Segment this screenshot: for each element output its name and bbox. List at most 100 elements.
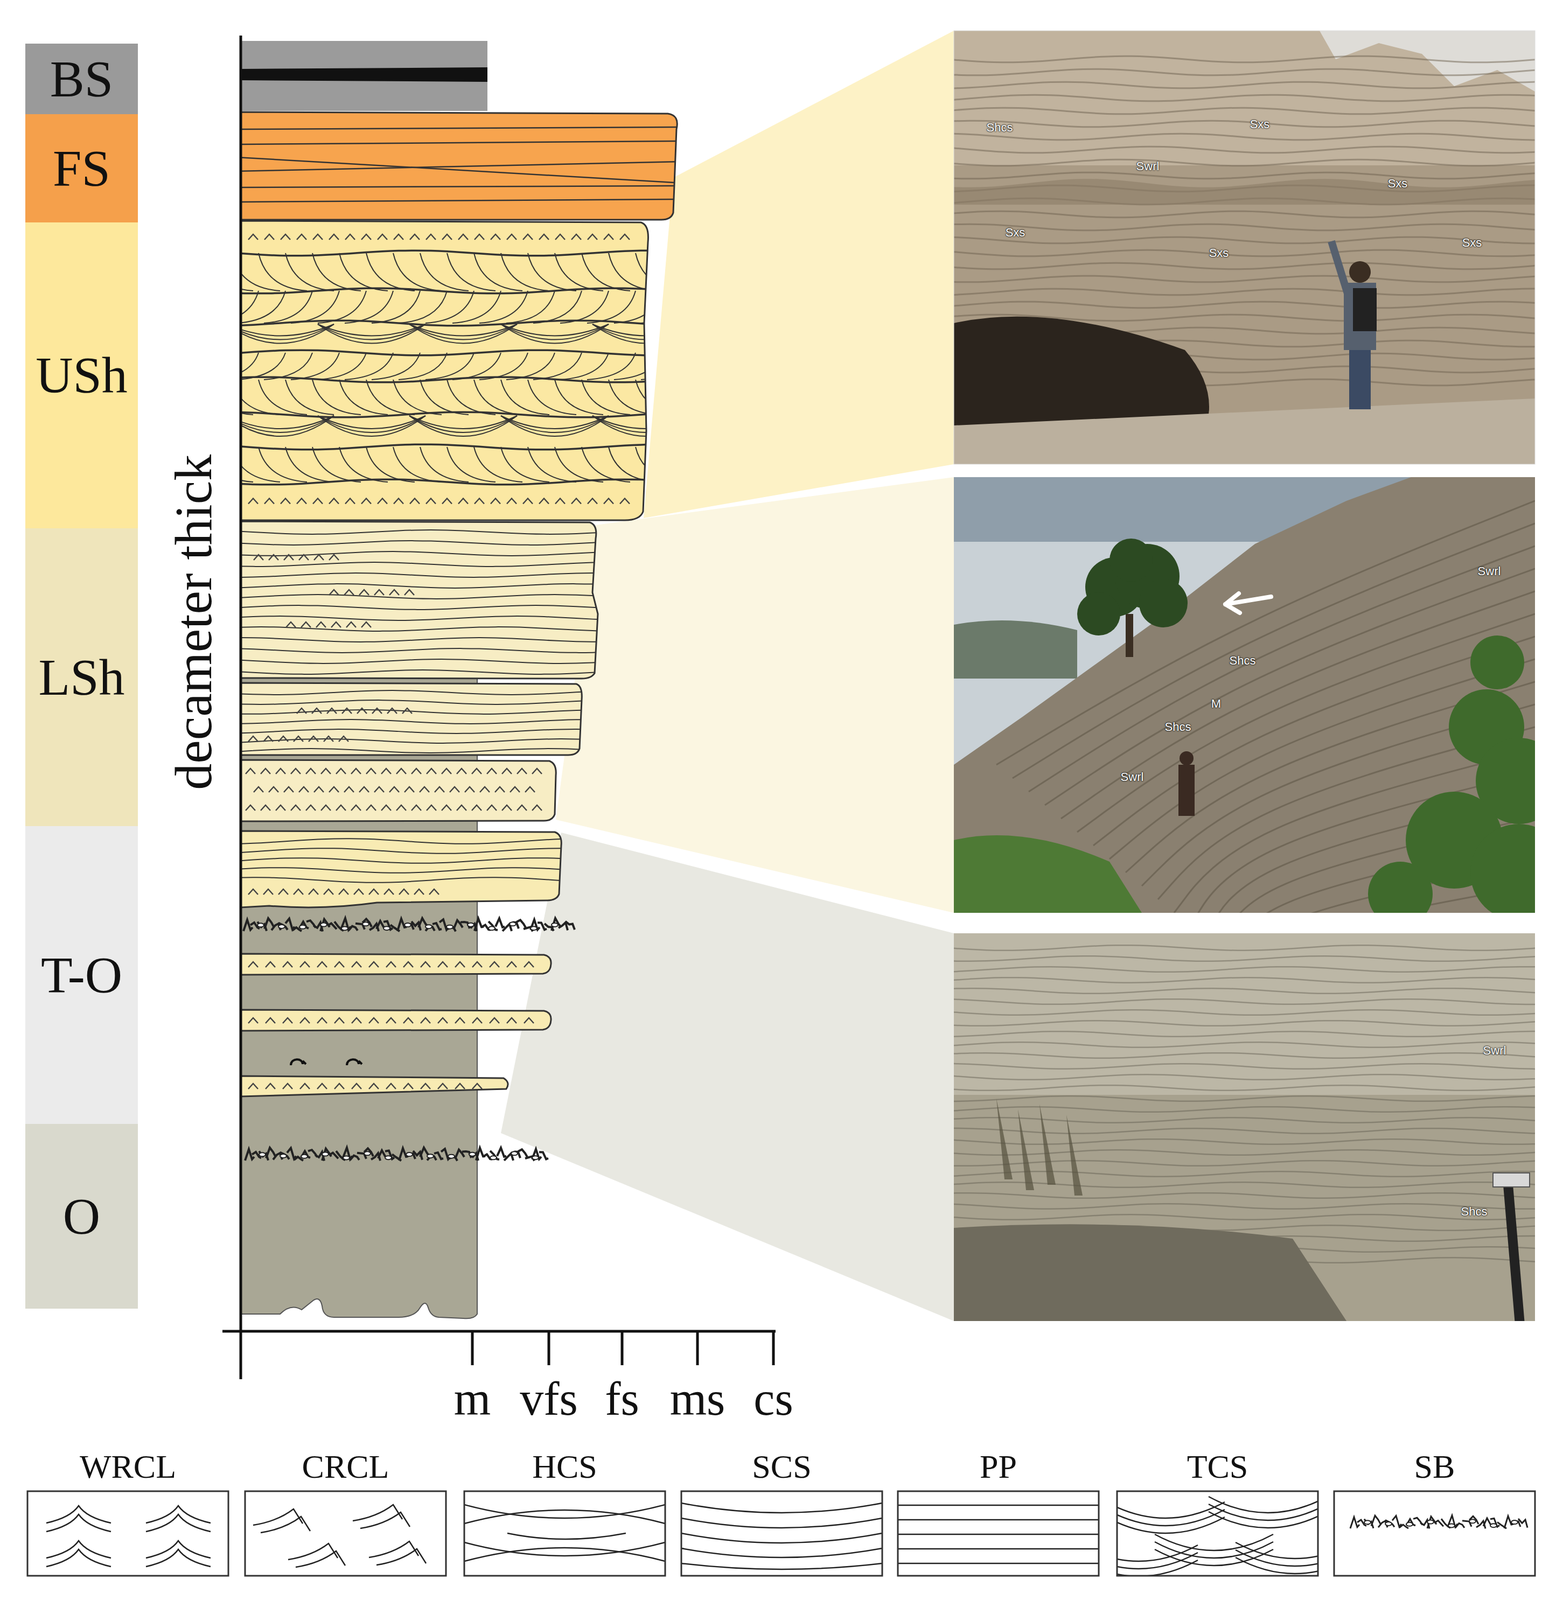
ripple-symbol xyxy=(351,1017,362,1024)
lamina xyxy=(393,447,442,483)
shell-fragment xyxy=(495,918,505,927)
overhang xyxy=(953,178,1536,205)
facies-label: BS xyxy=(50,50,114,108)
ripple-symbol xyxy=(471,768,482,774)
lamina xyxy=(366,379,415,415)
ripple-symbol xyxy=(603,498,614,505)
ripple-symbol xyxy=(351,805,361,811)
ripple-symbol xyxy=(264,234,275,240)
legend-line xyxy=(897,1519,1099,1521)
strata-line xyxy=(953,977,1536,983)
lamina xyxy=(236,719,593,724)
photo-annotation: Swrl xyxy=(1136,159,1160,173)
lamina xyxy=(236,700,593,705)
ripple-symbol xyxy=(323,889,334,895)
lamina xyxy=(473,379,523,415)
ripple-symbol xyxy=(490,234,501,240)
ripple-symbol xyxy=(248,889,258,895)
facies-band: BS xyxy=(25,43,138,115)
ripple-symbol xyxy=(265,961,276,968)
bed-outline xyxy=(240,112,678,220)
lamina xyxy=(236,141,685,145)
facies-band: USh xyxy=(25,222,138,529)
shell-fragment xyxy=(1469,1516,1479,1525)
strata-line xyxy=(953,94,1536,102)
shell-fragment xyxy=(257,923,264,927)
lamina xyxy=(258,447,307,483)
ripple-symbol xyxy=(619,234,630,240)
strata-line xyxy=(953,999,1536,1005)
photo-wedge xyxy=(500,832,954,1322)
ripple-symbol xyxy=(377,498,388,505)
lamina xyxy=(236,670,609,675)
lamina xyxy=(662,447,711,483)
grain-size-label: m xyxy=(454,1371,491,1427)
ripple-symbol xyxy=(329,786,339,793)
lamina xyxy=(236,290,286,324)
ripple-symbol xyxy=(490,498,501,505)
shell-fragment xyxy=(1490,1523,1497,1528)
photo-annotation: Sxs xyxy=(1387,176,1408,191)
bed-outline xyxy=(240,682,582,756)
strata-line xyxy=(953,236,1536,244)
facies-label: USh xyxy=(35,346,128,404)
strata-line xyxy=(953,56,1536,63)
ripple-symbol xyxy=(384,889,394,895)
lamina xyxy=(290,290,340,324)
lamina xyxy=(613,290,663,324)
strata-line xyxy=(953,1106,1536,1113)
lamina xyxy=(236,551,609,556)
ripple-symbol xyxy=(344,786,354,793)
ripple-symbol xyxy=(278,736,289,742)
shell-fragment xyxy=(467,923,474,927)
white-arrow xyxy=(1225,593,1272,613)
ripple-symbol xyxy=(351,768,361,774)
shell-fragment xyxy=(530,926,537,931)
facies-band: O xyxy=(25,1124,138,1309)
shell-fragment xyxy=(516,919,526,928)
lamina xyxy=(290,352,340,380)
shell-fragment xyxy=(446,925,453,930)
lamina xyxy=(236,352,286,380)
strata-line xyxy=(953,262,1536,270)
shell-fragment xyxy=(1364,1520,1371,1525)
lamina xyxy=(366,253,415,291)
photo-annotation: Swrl xyxy=(1120,770,1144,784)
sand-bed xyxy=(240,682,582,756)
legend-box-border xyxy=(1117,1491,1318,1576)
vertical-axis xyxy=(239,35,243,1380)
ripple-symbol xyxy=(312,498,323,505)
shell-fragment xyxy=(348,926,358,931)
ripple-symbol xyxy=(532,768,542,774)
tree-crown xyxy=(1109,538,1153,582)
ripple-symbol xyxy=(510,786,520,793)
ripple-symbol xyxy=(314,554,324,561)
strata-line xyxy=(953,1009,1536,1016)
ripple-symbol xyxy=(501,805,512,811)
shadow-streak xyxy=(1039,1104,1056,1185)
ripple-symbol xyxy=(314,786,324,793)
photo-ground xyxy=(953,30,1535,465)
lamina xyxy=(263,352,313,380)
sand-bed xyxy=(240,953,551,975)
lamina xyxy=(554,379,604,415)
ripple-symbol xyxy=(571,498,582,505)
lamina xyxy=(236,185,685,188)
ripple-symbol xyxy=(374,589,385,596)
lamina xyxy=(592,324,701,337)
ripple-symbol xyxy=(260,768,271,774)
coal-layer xyxy=(240,67,488,82)
ripple-symbol xyxy=(248,234,258,240)
lamina xyxy=(285,447,334,483)
bed-outline xyxy=(240,831,562,908)
ripple-symbol xyxy=(282,961,293,968)
ripple-symbol xyxy=(472,1017,483,1024)
ripple-symbol xyxy=(296,234,307,240)
legend-line xyxy=(352,1504,403,1521)
ripple-symbol xyxy=(501,768,512,774)
lamina xyxy=(156,352,205,380)
shell-fragment xyxy=(511,1152,521,1159)
legend-line xyxy=(897,1533,1099,1536)
ripple-symbol xyxy=(486,805,497,811)
ripple-symbol xyxy=(351,1083,362,1090)
